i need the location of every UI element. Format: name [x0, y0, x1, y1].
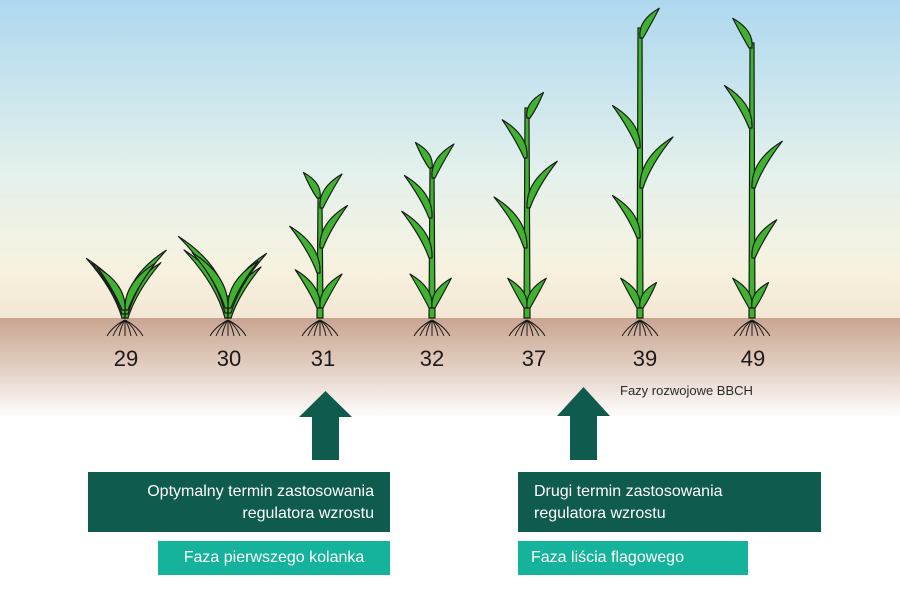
leaf-icon	[526, 277, 547, 309]
stage-label-49: 49	[740, 346, 766, 371]
first-application-phase: Faza pierwszego kolanka	[158, 541, 390, 575]
roots-icon	[413, 319, 451, 337]
wheat-plant-icon	[723, 17, 783, 337]
leaf-icon	[526, 160, 558, 209]
leaf-icon	[431, 143, 455, 179]
leaf-icon	[611, 104, 641, 149]
roots-icon	[733, 319, 771, 337]
leaf-icon	[639, 136, 674, 189]
first-application-title-line-1: Optymalny termin zastosowania	[147, 483, 374, 500]
leaf-icon	[319, 273, 343, 309]
leaf-icon	[227, 260, 259, 309]
leaf-icon	[639, 281, 658, 309]
leaf-icon	[431, 277, 452, 309]
wheat-plant-icon	[177, 235, 268, 337]
second-application-title-line-1: Drugi termin zastosowania	[534, 483, 723, 500]
wheat-plant-icon	[289, 171, 349, 337]
stem-icon	[523, 107, 531, 319]
leaf-icon	[501, 119, 528, 159]
second-application-box: Drugi termin zastosowania regulatora wzr…	[518, 472, 821, 532]
leaf-icon	[639, 7, 660, 39]
wheat-plant-icon	[611, 7, 674, 337]
leaf-icon	[732, 17, 753, 49]
first-application-title-line-2: regulatora wzrostu	[242, 505, 374, 522]
stage-label-30: 30	[216, 346, 242, 371]
leaf-icon	[302, 171, 321, 199]
wheat-plant-icon	[85, 249, 167, 337]
stage-label-39: 39	[632, 346, 658, 371]
roots-icon	[209, 319, 247, 337]
leaf-icon	[611, 194, 641, 239]
leaf-icon	[294, 269, 321, 309]
leaf-icon	[414, 141, 433, 169]
leaf-icon	[751, 219, 778, 259]
leaf-icon	[493, 196, 528, 249]
arrow-up-icon	[557, 387, 610, 460]
first-application-box: Optymalny termin zastosowania regulatora…	[88, 472, 390, 532]
leaf-icon	[732, 277, 753, 309]
leaf-icon	[191, 252, 229, 309]
leaf-icon	[507, 277, 528, 309]
leaf-icon	[620, 277, 641, 309]
second-application-phase: Faza liścia flagowego	[518, 541, 748, 575]
leaf-icon	[124, 262, 156, 311]
leaf-icon	[289, 225, 321, 274]
leaf-icon	[401, 210, 433, 259]
stage-label-37: 37	[521, 346, 547, 371]
stage-label-29: 29	[113, 346, 139, 371]
stage-label-31: 31	[310, 346, 336, 371]
leaf-icon	[751, 140, 783, 189]
arrow-up-icon	[299, 391, 352, 460]
leaf-icon	[409, 273, 433, 309]
roots-icon	[106, 319, 144, 337]
wheat-plant-icon	[493, 91, 558, 337]
leaf-icon	[751, 281, 770, 309]
roots-icon	[508, 319, 546, 337]
stage-label-32: 32	[419, 346, 445, 371]
roots-icon	[621, 319, 659, 337]
leaf-icon	[319, 173, 343, 209]
soil-background	[0, 318, 900, 418]
roots-icon	[301, 319, 339, 337]
wheat-plant-icon	[401, 141, 455, 337]
leaf-icon	[319, 204, 349, 249]
bbch-caption: Fazy rozwojowe BBCH	[620, 383, 753, 398]
second-application-title-line-2: regulatora wzrostu	[534, 505, 666, 522]
leaf-icon	[723, 84, 753, 129]
leaf-icon	[96, 266, 126, 311]
leaf-icon	[403, 174, 433, 219]
leaf-icon	[526, 91, 545, 119]
